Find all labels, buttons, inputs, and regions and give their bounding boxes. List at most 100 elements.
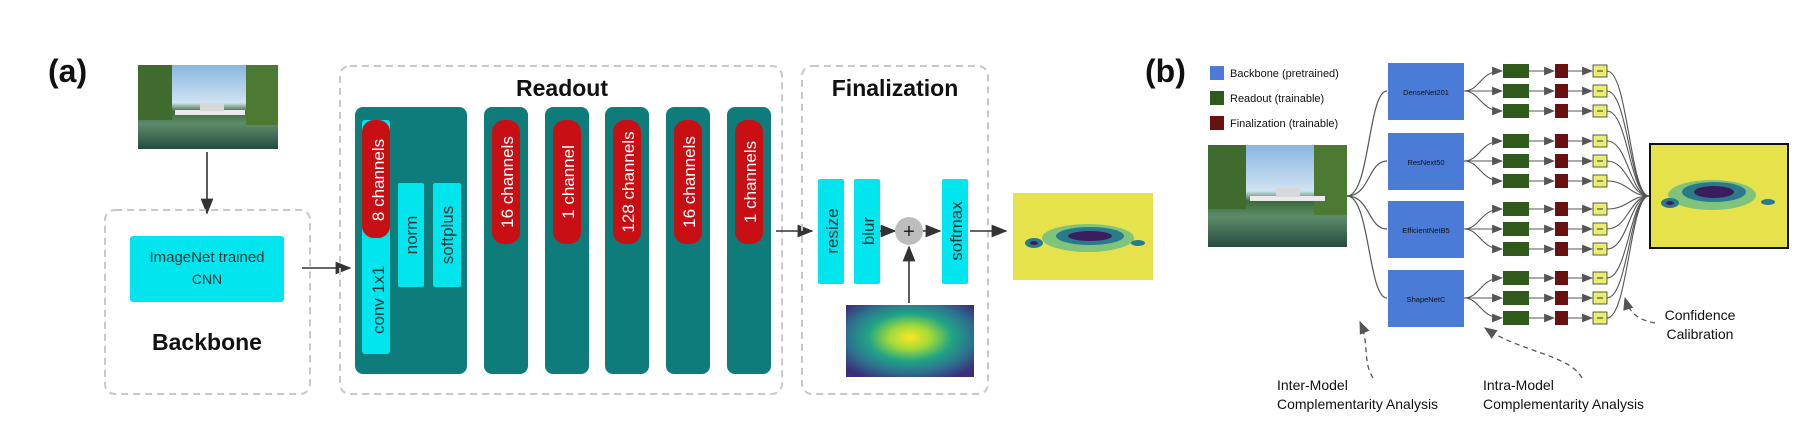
input-image xyxy=(138,65,278,149)
layer-label-5: 16 channels xyxy=(680,136,699,228)
calibration-to-output-link-1-1 xyxy=(1606,70,1650,197)
finalization-module-3-3 xyxy=(1555,242,1568,256)
layer-label-2: 16 channels xyxy=(498,136,517,228)
finalization-module-2-3 xyxy=(1555,174,1568,188)
finalization-module-1-2 xyxy=(1555,84,1568,98)
finalization-module-4-3 xyxy=(1555,311,1568,325)
readout-title: Readout xyxy=(516,75,608,101)
model-to-readout-link-2-1 xyxy=(1463,136,1504,162)
calibration-to-output-link-3-3 xyxy=(1606,195,1650,250)
softplus-box xyxy=(433,183,461,287)
channels-label-1: 8 channels xyxy=(369,139,388,221)
output-saliency-map-a xyxy=(1013,193,1153,280)
readout-module-1-1 xyxy=(1503,64,1529,78)
image-to-model-link-3 xyxy=(1346,195,1388,230)
cnn-label-line2: CNN xyxy=(192,271,222,287)
panel-a-label: (a) xyxy=(48,53,87,89)
finalization-title: Finalization xyxy=(832,75,959,101)
legend-swatch-finalization xyxy=(1210,116,1224,130)
intra-model-label-line1: Intra-Model xyxy=(1483,377,1554,393)
model-label-resnext: ResNext50 xyxy=(1407,158,1444,167)
model-to-readout-link-3-1 xyxy=(1463,204,1504,230)
model-to-readout-link-3-3 xyxy=(1463,228,1504,254)
readout-module-3-3 xyxy=(1503,242,1529,256)
legend-swatch-readout xyxy=(1210,91,1224,105)
legend-swatch-backbone xyxy=(1210,66,1224,80)
blur-box xyxy=(854,179,880,284)
calibration-to-output-link-1-2 xyxy=(1606,90,1650,197)
readout-container xyxy=(339,65,783,395)
cnn-box xyxy=(130,236,284,302)
model-box-efficientnet xyxy=(1388,201,1464,258)
intra-model-pointer xyxy=(1483,327,1583,379)
readout-module-2-3 xyxy=(1503,174,1529,188)
resize-label: resize xyxy=(823,208,842,253)
confidence-label-line1: Confidence xyxy=(1665,307,1736,323)
backbone-title: Backbone xyxy=(152,329,262,355)
model-to-readout-link-1-1 xyxy=(1463,66,1504,92)
readout-module-1-3 xyxy=(1503,104,1529,118)
model-box-resnext xyxy=(1388,133,1464,190)
model-to-readout-link-4-3 xyxy=(1463,297,1504,323)
norm-box xyxy=(398,183,424,287)
norm-label: norm xyxy=(402,216,421,255)
readout-layer-3: 1 channel xyxy=(545,107,589,374)
readout-layer-2: 16 channels xyxy=(484,107,528,374)
calibration-to-output-link-2-3 xyxy=(1606,180,1650,197)
model-to-readout-link-2-3 xyxy=(1463,160,1504,186)
model-label-shapenet: ShapeNetC xyxy=(1407,295,1446,304)
legend: Backbone (pretrained) Readout (trainable… xyxy=(1210,66,1339,130)
panel-b-label: (b) xyxy=(1145,53,1186,89)
backbone-container xyxy=(104,209,311,395)
readout-layer-6: 1 channels xyxy=(727,107,771,374)
calibration-to-output-link-2-2 xyxy=(1606,160,1650,197)
calibration-to-output-link-1-3 xyxy=(1606,110,1650,197)
center-bias-map xyxy=(846,305,974,377)
layer-label-6: 1 channels xyxy=(741,141,760,223)
readout-module-1-2 xyxy=(1503,84,1529,98)
readout-module-2-2 xyxy=(1503,154,1529,168)
layer-label-4: 128 channels xyxy=(619,131,638,232)
readout-finalization-modules xyxy=(1503,64,1608,325)
finalization-module-4-2 xyxy=(1555,291,1568,305)
readout-module-4-3 xyxy=(1503,311,1529,325)
model-box-shapenet xyxy=(1388,270,1464,327)
readout-module-3-1 xyxy=(1503,202,1529,216)
inter-model-label-line1: Inter-Model xyxy=(1277,377,1348,393)
model-box-densenet xyxy=(1388,63,1464,120)
finalization-container xyxy=(801,65,989,395)
legend-label-finalization: Finalization (trainable) xyxy=(1230,118,1338,130)
conv-label: conv 1x1 xyxy=(369,266,388,334)
confidence-label-line2: Calibration xyxy=(1667,326,1734,342)
cnn-label-line1: ImageNet trained xyxy=(149,249,264,266)
image-to-model-link-4 xyxy=(1346,195,1388,299)
finalization-module-2-1 xyxy=(1555,134,1568,148)
legend-label-backbone: Backbone (pretrained) xyxy=(1230,68,1339,80)
readout-module-3-2 xyxy=(1503,222,1529,236)
model-to-readout-link-4-1 xyxy=(1463,273,1504,299)
readout-module-2-1 xyxy=(1503,134,1529,148)
legend-label-readout: Readout (trainable) xyxy=(1230,93,1324,105)
image-to-model-link-2 xyxy=(1346,160,1388,197)
channels-box-1 xyxy=(362,120,390,238)
inter-model-pointer xyxy=(1359,320,1374,379)
resize-box xyxy=(818,179,844,284)
image-to-model-link-1 xyxy=(1346,90,1388,197)
blur-label: blur xyxy=(859,216,878,245)
finalization-module-3-1 xyxy=(1555,202,1568,216)
plus-label: + xyxy=(903,221,915,243)
readout-layer-4: 128 channels xyxy=(605,107,649,374)
plus-node xyxy=(895,217,923,245)
finalization-module-2-2 xyxy=(1555,154,1568,168)
inter-model-label-line2: Complementarity Analysis xyxy=(1277,396,1438,412)
readout-layer-5: 16 channels xyxy=(666,107,710,374)
finalization-module-1-1 xyxy=(1555,64,1568,78)
readout-module-4-1 xyxy=(1503,271,1529,285)
calibration-to-output-link-4-3 xyxy=(1606,195,1650,319)
finalization-module-1-3 xyxy=(1555,104,1568,118)
intra-model-label-line2: Complementarity Analysis xyxy=(1483,396,1644,412)
readout-module-4-2 xyxy=(1503,291,1529,305)
connectors xyxy=(1346,66,1650,323)
confidence-pointer xyxy=(1623,296,1656,324)
